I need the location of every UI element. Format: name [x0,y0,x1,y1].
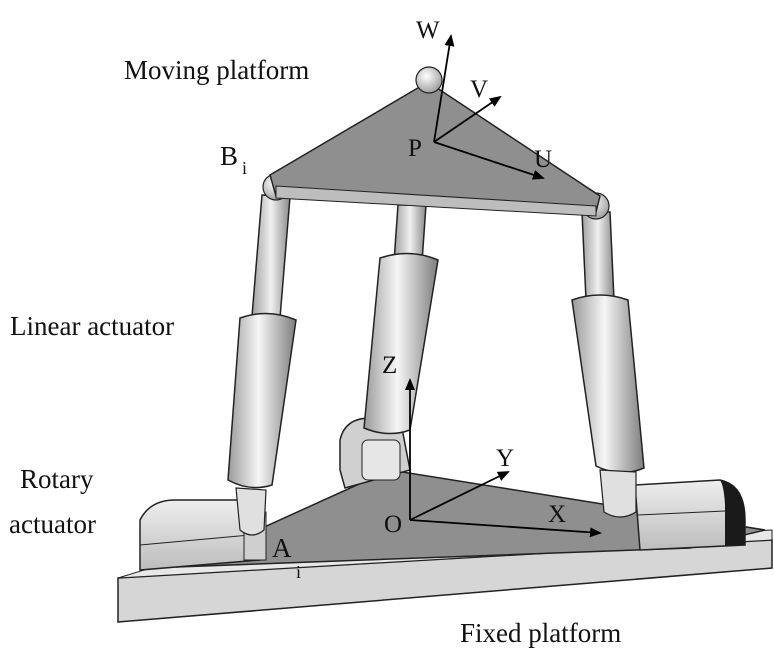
label-joint-a-sub: i [296,562,301,582]
fixed-frame-axes [405,378,602,538]
moving-frame-axes [433,34,545,180]
axis-u-arrow [433,141,545,180]
label-rotary-line1: Rotary [20,464,94,494]
linear-actuator-left [227,173,297,536]
label-axis-w: W [416,17,440,44]
label-joint-b: B [220,141,238,171]
label-fixed-platform: Fixed platform [460,618,621,648]
label-axis-z: Z [382,352,397,379]
label-linear-actuator: Linear actuator [10,311,174,341]
axis-v-arrow [433,95,502,143]
label-axis-y: Y [496,445,514,472]
label-joint-a: A [272,533,292,563]
rotary-actuator-center [339,417,411,489]
label-axis-v: V [470,76,488,103]
rotary-actuator-right [634,479,746,551]
axis-y-arrow [409,471,510,521]
axis-w-arrow [433,34,455,143]
linear-actuator-right [571,192,645,518]
fixed-platform-plate [175,469,766,568]
label-axis-u: U [534,146,552,173]
moving-platform-plate [269,66,601,217]
label-origin-p: P [408,135,422,162]
label-rotary-line2: actuator [9,509,96,539]
label-origin-o: O [384,511,402,538]
label-axis-x: X [548,501,566,528]
label-moving-platform: Moving platform [124,55,309,85]
axis-x-arrow [409,519,602,538]
label-joint-b-sub: i [242,158,247,178]
linear-actuator-center [363,204,439,435]
